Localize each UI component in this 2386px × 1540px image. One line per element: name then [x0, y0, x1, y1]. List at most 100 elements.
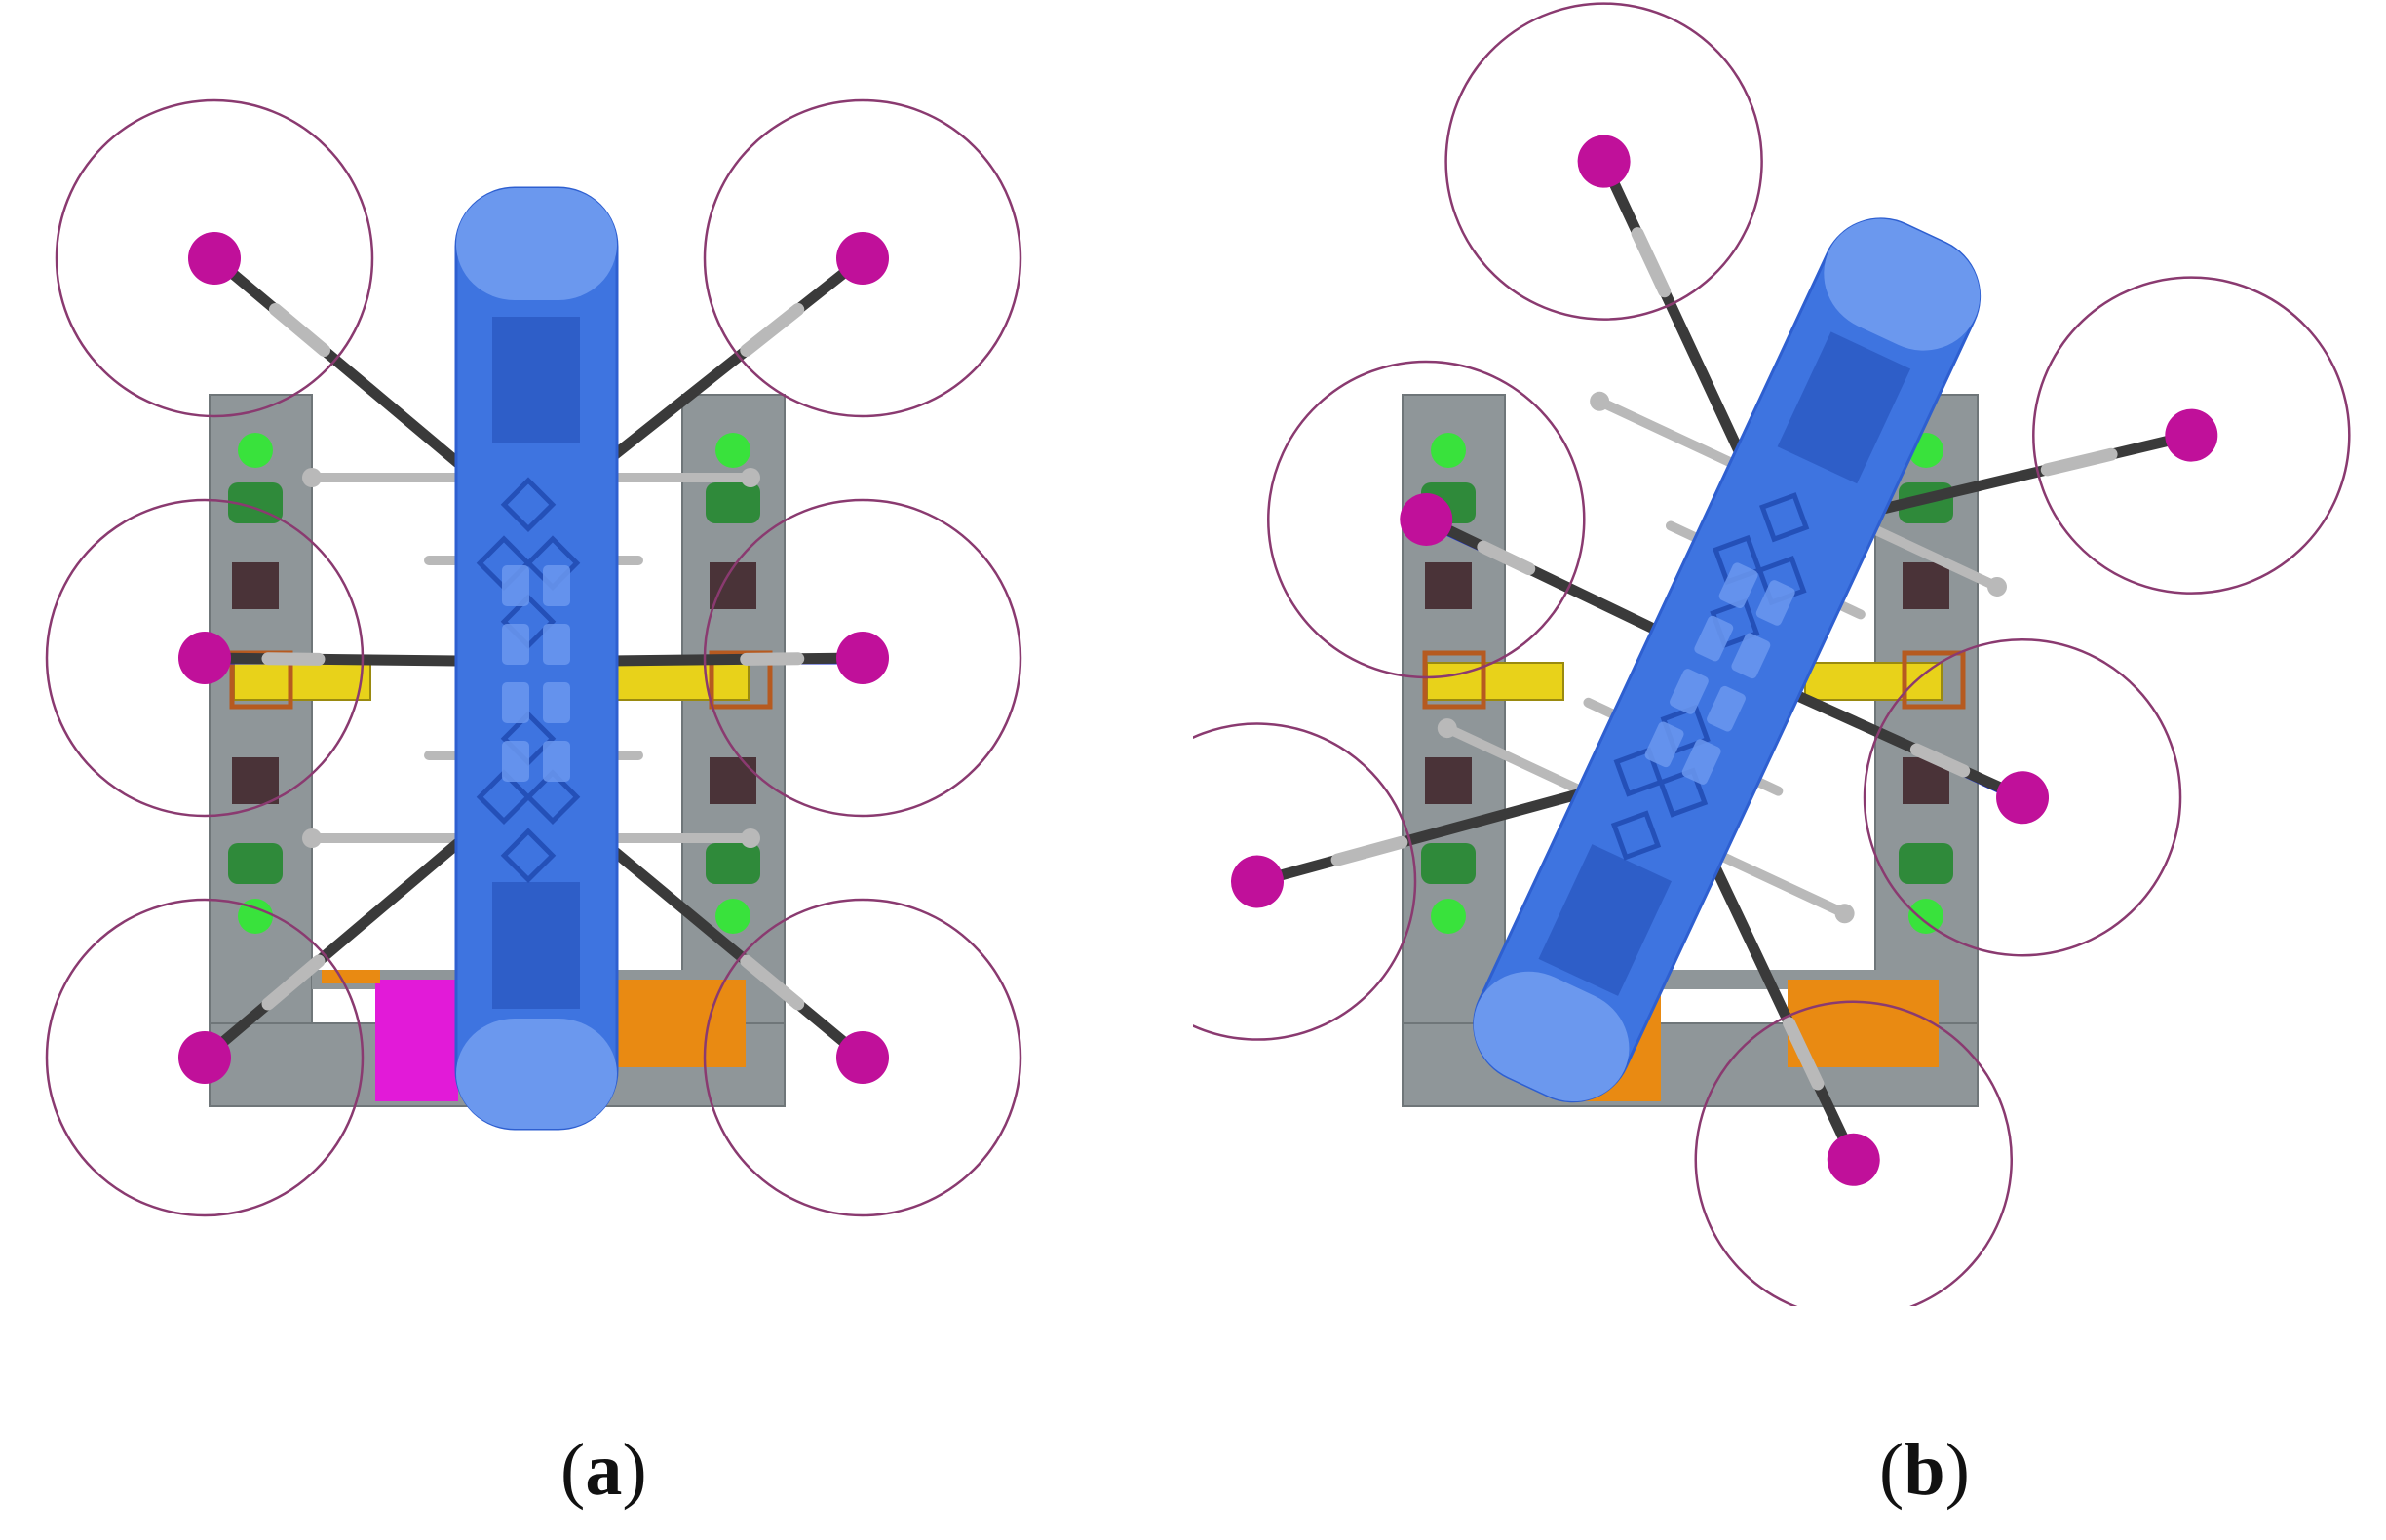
cross-rod-end-r-0 [741, 468, 760, 487]
left-actuator [1426, 662, 1564, 701]
rotating-assembly [1193, 2, 2351, 1306]
cross-rod-end-r-1 [741, 828, 760, 848]
arm-sleeve-1 [740, 303, 805, 357]
l-green-led-bottom [238, 899, 273, 934]
body-cell-3-1 [1681, 739, 1721, 785]
rotor-ring-1 [2032, 276, 2351, 595]
l-green-led-top [1431, 433, 1466, 468]
panel-a-drawing [45, 98, 1022, 1217]
body-panel-top [492, 317, 580, 443]
cross-rod-end-l-1 [1437, 718, 1457, 739]
l-dark-block-bottom [1425, 757, 1472, 804]
body-cell-3-1 [543, 741, 570, 782]
arm-sleeve-5 [740, 954, 805, 1011]
arm-1 [1865, 430, 2197, 518]
l-dark-block-top [232, 562, 279, 609]
magenta-board [375, 980, 458, 1101]
rotor-ring-0 [55, 98, 374, 418]
body-cell-0-0 [1718, 562, 1758, 609]
cross-rod-end-l-0 [302, 468, 322, 487]
panel-b-drawing [1193, 2, 2351, 1306]
body-cap-bottom [456, 1019, 617, 1129]
motor-0 [188, 232, 241, 285]
r-green-block-bottom [706, 843, 760, 884]
caption-b-close: ) [1944, 1429, 1970, 1511]
caption-b-open: ( [1879, 1429, 1905, 1511]
orange-board [1788, 980, 1939, 1067]
caption-a-letter: a [585, 1429, 623, 1511]
orange-board [595, 980, 746, 1067]
lattice-bottom-3 [500, 828, 557, 883]
l-green-block-bottom [1421, 843, 1476, 884]
lattice-bottom-1 [1657, 767, 1709, 818]
l-green-led-top [238, 433, 273, 468]
arm-4 [199, 837, 464, 1063]
lattice-bottom-3 [1610, 810, 1662, 861]
r-dark-block-top [710, 562, 756, 609]
motor-5 [836, 1031, 889, 1084]
rotor-ring-3 [1863, 637, 2182, 957]
rotor-ring-3 [703, 498, 1022, 818]
arm-3 [1782, 685, 2028, 803]
r-green-led-bottom [1908, 899, 1943, 934]
lattice-top-2 [500, 477, 557, 532]
body-cell-2-1 [543, 682, 570, 723]
rotor-ring-2 [1267, 360, 1586, 679]
arm-sleeve-2 [261, 652, 326, 666]
caption-a-close: ) [622, 1429, 647, 1511]
rotating-assembly [45, 98, 1022, 1217]
rotor-ring-1 [703, 98, 1022, 418]
body-panel-top [1777, 331, 1911, 484]
l-dark-block-top [1425, 562, 1472, 609]
l-dark-block-bottom [232, 757, 279, 804]
cross-rod-end-l-0 [1590, 391, 1610, 411]
body-cell-1-0 [502, 624, 529, 665]
right-actuator [611, 662, 750, 701]
rotor-ring-5 [1694, 1000, 2014, 1306]
body-cell-3-0 [1644, 721, 1684, 768]
body-cell-1-0 [1694, 615, 1734, 662]
arm-2 [1420, 514, 1661, 635]
arm-1 [598, 252, 868, 469]
left-clamp [1422, 650, 1486, 710]
arm-5 [1705, 850, 1860, 1166]
motor-1 [836, 232, 889, 285]
right-clamp [1902, 650, 1966, 710]
caption-b-letter: b [1904, 1429, 1945, 1511]
cross-rod-end-r-1 [1834, 904, 1855, 924]
motor-4 [1231, 855, 1285, 908]
arm-sleeve-0 [1631, 227, 1672, 298]
body-cell-2-0 [1670, 669, 1709, 714]
arm-sleeve-5 [1783, 1017, 1825, 1091]
r-green-led-bottom [715, 899, 750, 934]
cross-rod-end-l-1 [302, 828, 322, 848]
body-cell-1-1 [1731, 633, 1771, 679]
body-cell-1-1 [543, 624, 570, 665]
cross-rod-end-r-0 [1986, 576, 2007, 597]
body-panel-bottom [492, 882, 580, 1009]
arm-sleeve-2 [1477, 540, 1536, 576]
motor-3 [836, 632, 889, 684]
arm-sleeve-4 [261, 954, 326, 1011]
body-cell-2-1 [1707, 685, 1746, 732]
motor-2 [178, 632, 231, 684]
arm-4 [1251, 789, 1584, 888]
r-dark-block-top [1903, 562, 1949, 609]
r-green-led-top [715, 433, 750, 468]
body-cap-bottom [1473, 971, 1630, 1102]
r-green-block-bottom [1899, 843, 1953, 884]
arm-sleeve-3 [740, 652, 805, 666]
lattice-bottom-0 [476, 769, 532, 825]
body-cell-0-0 [502, 565, 529, 606]
body-cell-0-1 [1755, 580, 1795, 626]
r-dark-block-bottom [710, 757, 756, 804]
body-cell-2-0 [502, 682, 529, 723]
body-cell-0-1 [543, 565, 570, 606]
caption-b: (b) [1879, 1428, 1970, 1513]
arm-sleeve-3 [1909, 743, 1971, 778]
motor-5 [1827, 1133, 1880, 1186]
right-clamp [709, 650, 773, 710]
left-actuator [233, 662, 371, 701]
rotor-ring-2 [45, 498, 365, 818]
